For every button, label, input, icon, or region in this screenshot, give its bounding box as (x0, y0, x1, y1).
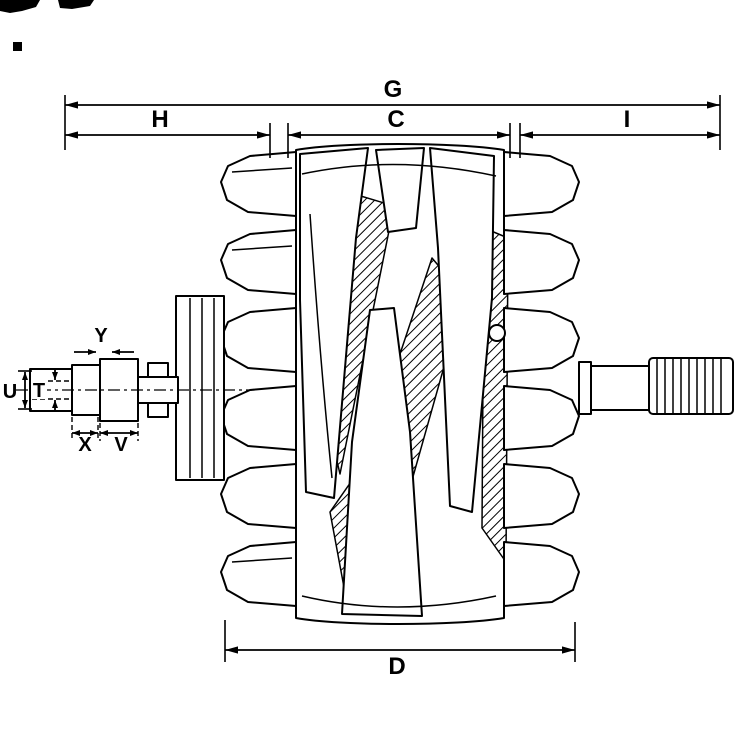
dim-label-V: V (114, 434, 128, 456)
rotor-drawing (16, 143, 734, 625)
pole-claw (220, 307, 297, 373)
dim-label-G: G (384, 76, 403, 103)
dim-label-I: I (624, 106, 631, 133)
dim-label-X: X (78, 434, 92, 456)
dim-label-D: D (388, 653, 405, 680)
dim-label-U: U (3, 381, 17, 403)
pole-stack-left (220, 151, 297, 607)
pole-claw (503, 307, 580, 373)
contour-bottom-arc (301, 595, 497, 608)
claw-finger-top-right (429, 147, 495, 513)
dim-label-Y: Y (94, 325, 108, 347)
pole-claw (220, 151, 297, 217)
crop-artifact (58, 0, 94, 9)
key-tab-bottom (147, 402, 169, 418)
pole-claw (503, 463, 580, 529)
thread-lines (656, 358, 722, 414)
pole-claw (503, 385, 580, 451)
shaft-right (578, 357, 734, 415)
slip-ring-block (175, 295, 225, 481)
pole-claw (220, 385, 297, 451)
pole-claw (220, 541, 297, 607)
crop-artifact (13, 42, 22, 51)
pole-claw-detail (231, 167, 293, 173)
label-backing (31, 379, 47, 399)
pole-stack-right (503, 151, 580, 607)
key-tab-top (147, 362, 169, 378)
contour-top-arc (301, 163, 497, 177)
shaft-collar (578, 361, 592, 415)
pole-claw-detail (231, 245, 293, 251)
dim-label-T: T (33, 380, 45, 402)
pole-claw (503, 229, 580, 295)
dim-label-H: H (151, 106, 168, 133)
pole-claw (220, 229, 297, 295)
shaft-plain (590, 365, 650, 411)
claw-finger-top-mid (375, 147, 425, 233)
claw-finger-top-left (299, 147, 369, 499)
claw-finger-bottom (341, 307, 423, 617)
pole-claw-detail (231, 557, 293, 563)
dim-label-C: C (387, 106, 404, 133)
vent-hole (488, 324, 506, 342)
pole-claw (503, 151, 580, 217)
shaft-left-assembly (16, 295, 252, 481)
dimension-annotations: G H C I D U T Y X V (3, 76, 721, 680)
contour-left-curve (309, 213, 333, 479)
pole-claw (220, 463, 297, 529)
crop-artifacts (0, 0, 94, 51)
shaft-threaded (648, 357, 734, 415)
pole-claw (503, 541, 580, 607)
crop-artifact (0, 0, 40, 13)
